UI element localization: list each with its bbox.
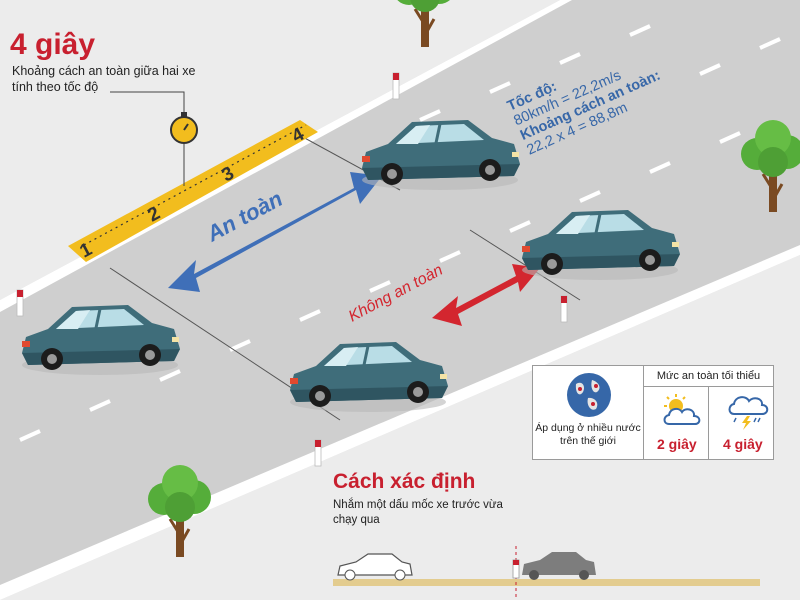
minimum-safety-panel: Mức an toàn tối thiểu Áp dụng ở nhiều nư… [532,365,774,460]
outline-car [337,553,413,581]
road-post [392,72,400,100]
method-description: Nhắm một dấu mốc xe trước vừa chạy qua [333,499,503,526]
bad-weather-seconds: 4 giây [723,436,763,452]
distance-ruler [68,120,318,262]
globe-icon [567,373,611,417]
panel-header: Mức an toàn tối thiểu [644,366,773,387]
method-title: Cách xác định [333,470,476,493]
road-post [314,439,322,467]
apply-text: Áp dụng ở nhiều nước trên thế giới [535,422,641,447]
lane-markings [19,24,781,442]
road-post [560,295,568,323]
storm-cloud-icon [728,396,769,430]
stopwatch-icon [110,91,198,186]
road-post [16,289,24,317]
page-subtitle: Khoảng cách an toàn giữa hai xe tính the… [12,64,196,94]
safe-distance-arrow [168,172,382,292]
method-illustration [333,546,760,600]
fair-weather-seconds: 2 giây [657,436,697,452]
partly-cloudy-icon [663,394,701,425]
tree [391,0,458,49]
page-title: 4 giây [10,28,96,61]
gray-car [522,552,596,580]
unsafe-distance-arrow [432,264,540,326]
